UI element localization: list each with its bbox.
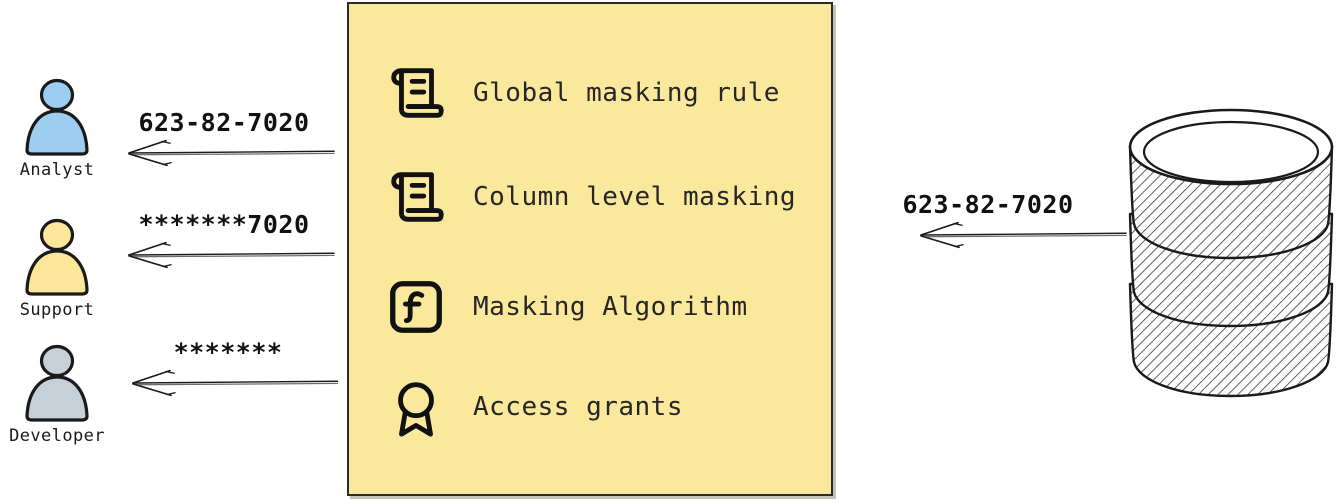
policy-label: Column level masking	[473, 182, 797, 212]
policy-item-global-masking-rule[interactable]: Global masking rule	[385, 62, 780, 124]
actor-label-developer: Developer	[9, 426, 105, 446]
policy-item-access-grants[interactable]: Access grants	[385, 376, 683, 438]
policy-label: Masking Algorithm	[473, 292, 748, 322]
flow-database: 623-82-7020	[848, 190, 1128, 250]
policy-label: Access grants	[473, 392, 683, 422]
flow-value-support: *******7020	[138, 210, 310, 239]
flow-analyst: 623-82-7020	[110, 108, 338, 168]
actor-developer[interactable]: Developer	[2, 344, 112, 445]
arrow-left-icon	[128, 139, 335, 167]
function-box-icon	[390, 281, 442, 333]
policy-label: Global masking rule	[473, 78, 780, 108]
policy-item-masking-algorithm[interactable]: Masking Algorithm	[385, 276, 748, 338]
arrow-left-icon	[132, 369, 338, 397]
actor-label-analyst: Analyst	[19, 160, 95, 180]
database-cylinder-icon[interactable]	[1122, 104, 1340, 414]
arrow-left-icon	[128, 241, 335, 269]
actor-support[interactable]: Support	[2, 218, 112, 319]
actor-analyst[interactable]: Analyst	[2, 78, 112, 179]
flow-value-database: 623-82-7020	[902, 190, 1074, 219]
scroll-icon	[391, 68, 444, 118]
flow-support: *******7020	[110, 210, 338, 270]
flow-value-analyst: 623-82-7020	[138, 108, 310, 137]
arrow-left-icon	[920, 221, 1127, 249]
person-icon	[25, 78, 89, 156]
flow-developer: *******	[118, 338, 338, 398]
actor-label-support: Support	[19, 300, 95, 320]
scroll-icon	[391, 172, 444, 222]
policy-list: Global masking rule Column level masking	[349, 4, 831, 494]
award-ribbon-icon	[398, 382, 434, 437]
flow-value-developer: *******	[173, 338, 283, 367]
policy-panel: Global masking rule Column level masking	[347, 2, 833, 496]
person-icon	[25, 218, 89, 296]
person-icon	[25, 344, 89, 422]
policy-item-column-level-masking[interactable]: Column level masking	[385, 166, 796, 228]
